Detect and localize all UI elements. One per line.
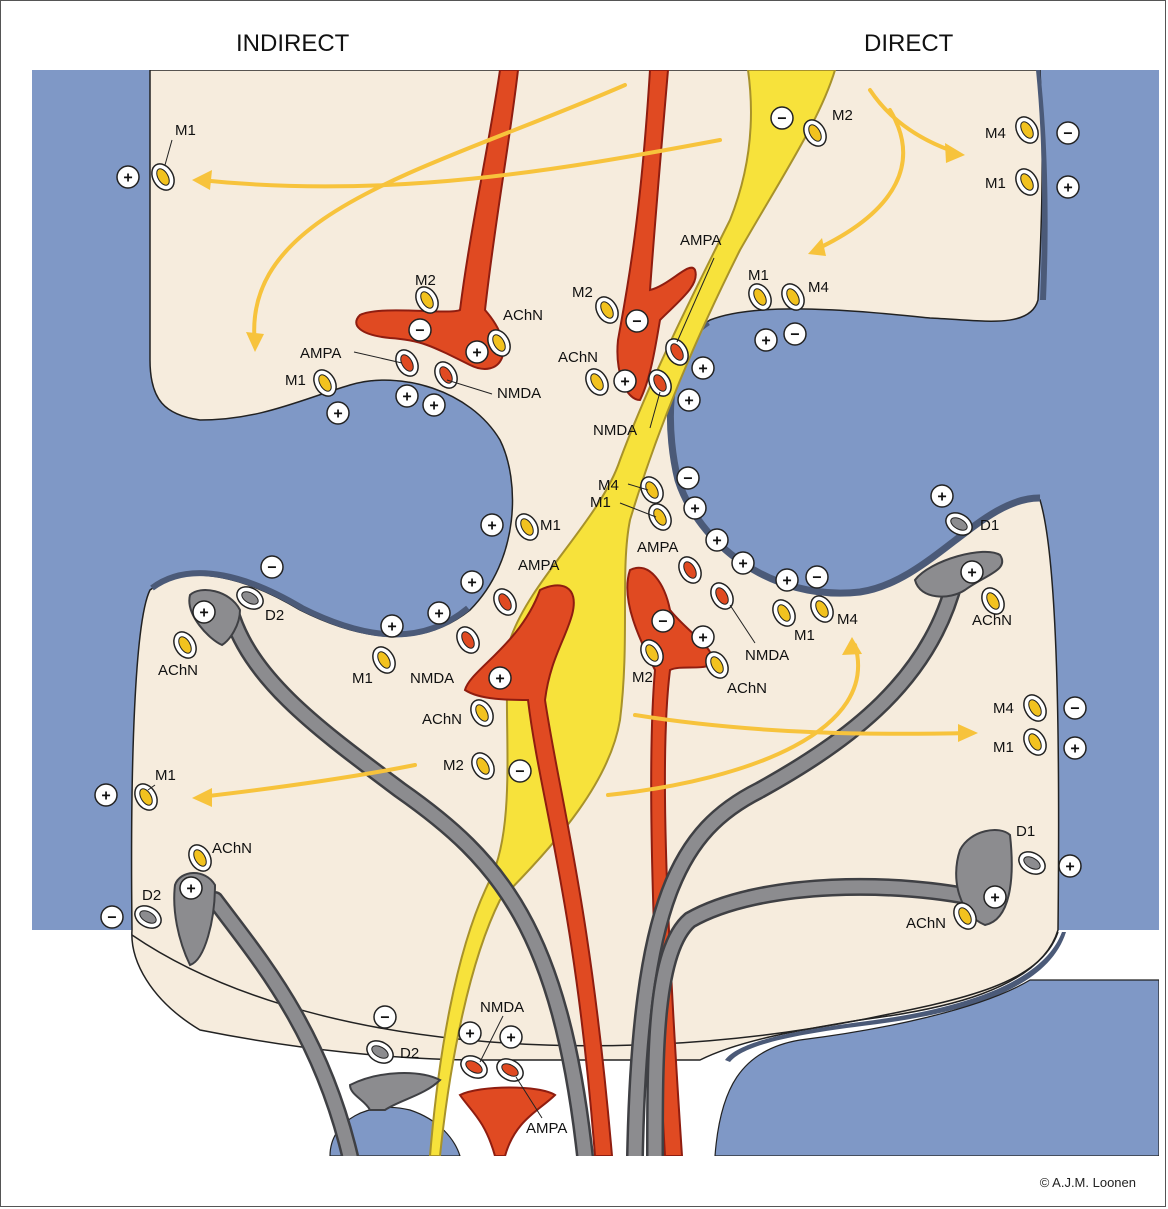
sign-label: − [683, 471, 692, 488]
receptor-label: NMDA [745, 647, 789, 664]
sign-label: − [658, 614, 667, 631]
receptor-label: M4 [985, 125, 1006, 142]
receptor-label: AChN [558, 349, 598, 366]
receptor-label: AChN [503, 307, 543, 324]
receptor-label: M1 [175, 122, 196, 139]
receptor-label: M1 [285, 372, 306, 389]
sign-label: + [199, 605, 208, 622]
receptor-label: M1 [352, 670, 373, 687]
sign-label: + [186, 881, 195, 898]
sign-label: − [790, 327, 799, 344]
sign-label: + [761, 333, 770, 350]
receptor-label: AMPA [518, 557, 559, 574]
sign-label: + [429, 398, 438, 415]
receptor-label: M2 [632, 669, 653, 686]
receptor-label: AMPA [526, 1120, 567, 1137]
sign-label: + [123, 170, 132, 187]
receptor-label: M4 [808, 279, 829, 296]
sign-label: + [387, 619, 396, 636]
sign-label: + [434, 606, 443, 623]
receptor-label: AMPA [680, 232, 721, 249]
sign-label: + [467, 575, 476, 592]
sign-label: − [777, 111, 786, 128]
sign-label: + [1063, 180, 1072, 197]
receptor-label: AChN [906, 915, 946, 932]
receptor-label: D1 [980, 517, 999, 534]
sign-label: − [415, 323, 424, 340]
sign-label: + [495, 671, 504, 688]
receptor-label: NMDA [593, 422, 637, 439]
sign-label: + [990, 890, 999, 907]
receptor-label: AChN [727, 680, 767, 697]
receptor-label: AChN [158, 662, 198, 679]
receptor-label: M1 [590, 494, 611, 511]
receptor-label: D2 [265, 607, 284, 624]
receptor-label: M2 [415, 272, 436, 289]
receptor-label: D1 [1016, 823, 1035, 840]
receptor-label: M2 [443, 757, 464, 774]
sign-label: + [698, 630, 707, 647]
receptor-label: AChN [422, 711, 462, 728]
sign-label: + [684, 393, 693, 410]
receptor-label: AMPA [637, 539, 678, 556]
sign-label: + [690, 501, 699, 518]
sign-label: + [101, 788, 110, 805]
sign-label: − [107, 910, 116, 927]
sign-label: + [1070, 741, 1079, 758]
sign-label: − [812, 570, 821, 587]
receptor-label: M1 [985, 175, 1006, 192]
sign-label: + [620, 374, 629, 391]
receptor-label: M1 [540, 517, 561, 534]
sign-label: + [698, 361, 707, 378]
receptor-label: NMDA [480, 999, 524, 1016]
sign-label: − [632, 314, 641, 331]
sign-label: − [515, 764, 524, 781]
receptor-label: D2 [400, 1045, 419, 1062]
sign-label: + [506, 1030, 515, 1047]
sign-label: + [402, 389, 411, 406]
receptor-label: NMDA [410, 670, 454, 687]
sign-label: + [937, 489, 946, 506]
receptor-label: M4 [993, 700, 1014, 717]
sign-label: + [967, 565, 976, 582]
sign-label: + [712, 533, 721, 550]
receptor-label: AChN [212, 840, 252, 857]
sign-label: + [487, 518, 496, 535]
sign-label: − [1070, 701, 1079, 718]
receptor-label: M1 [748, 267, 769, 284]
sign-label: − [1063, 126, 1072, 143]
sign-label: + [782, 573, 791, 590]
receptor-label: M1 [794, 627, 815, 644]
receptor-label: M2 [572, 284, 593, 301]
sign-label: + [472, 345, 481, 362]
receptor-label: NMDA [497, 385, 541, 402]
receptor-label: D2 [142, 887, 161, 904]
sign-label: + [1065, 859, 1074, 876]
receptor-label: M4 [837, 611, 858, 628]
sign-label: − [380, 1010, 389, 1027]
receptor-label: M2 [832, 107, 853, 124]
receptor-label: AMPA [300, 345, 341, 362]
sign-label: + [465, 1026, 474, 1043]
receptor-label: AChN [972, 612, 1012, 629]
receptor-label: M1 [155, 767, 176, 784]
sign-label: − [267, 560, 276, 577]
sign-label: + [738, 556, 747, 573]
receptor-label: M1 [993, 739, 1014, 756]
sign-label: + [333, 406, 342, 423]
receptor-label: M4 [598, 477, 619, 494]
